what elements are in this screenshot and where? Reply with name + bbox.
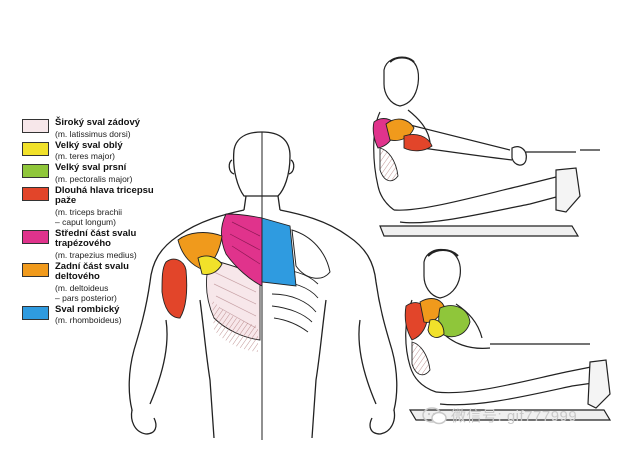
seated-row-top-figure [373,56,600,237]
watermark-text: 微信号: gif777999 [451,408,578,425]
legend-latin: (m. deltoideus [55,282,109,293]
legend-latin: – pars posterior) [55,292,117,303]
legend-name: Dlouhá hlava tricepsu paže [55,184,154,206]
legend-name: Široký sval zádový [55,117,141,128]
legend-latin: – caput longum) [55,216,116,227]
legend-name: Velký sval prsní [55,162,127,173]
wechat-icon [422,406,447,424]
legend-item: Velký sval prsní (m. pectoralis major) [22,162,172,184]
legend-latin: (m. teres major) [55,151,115,161]
legend-latin: (m. triceps brachii [55,206,123,217]
seated-row-bottom-figure [405,248,612,421]
legend-item: Dlouhá hlava tricepsu paže (m. triceps b… [22,184,172,227]
muscle-legend: Široký sval zádový (m. latissimus dorsi)… [22,117,172,327]
legend-swatch-rhomboid [22,305,49,320]
legend-item: Široký sval zádový (m. latissimus dorsi) [22,117,172,139]
legend-item: Zadní část svalu deltového (m. deltoideu… [22,260,172,303]
legend-swatch-deltoid [22,262,49,277]
legend-latin: (m. trapezius medius) [55,249,137,260]
legend-item: Střední část svalu trapézového (m. trape… [22,227,172,260]
legend-swatch-trapezius [22,229,49,244]
legend-swatch-latissimus [22,119,49,133]
watermark: 微信号: gif777999 [422,405,577,426]
legend-name: Velký sval oblý [55,139,123,151]
legend-latin: (m. latissimus dorsi) [55,128,131,139]
seated-row-bottom-muscles [404,298,471,376]
legend-name: Zadní část svalu deltového [55,260,129,282]
legend-item: Velký sval oblý (m. teres major) [22,139,172,161]
seated-row-top-muscles [372,118,433,182]
back-muscles [161,213,297,352]
legend-item: Sval rombický (m. rhomboideus) [22,303,172,325]
legend-swatch-triceps [22,186,49,201]
legend-swatch-pectoralis [22,164,49,178]
legend-name: Střední část svalu trapézového [55,227,137,249]
legend-latin: (m. rhomboideus) [55,315,122,325]
legend-latin: (m. pectoralis major) [55,173,133,184]
legend-name: Sval rombický [55,303,120,315]
legend-swatch-teres-major [22,141,49,156]
